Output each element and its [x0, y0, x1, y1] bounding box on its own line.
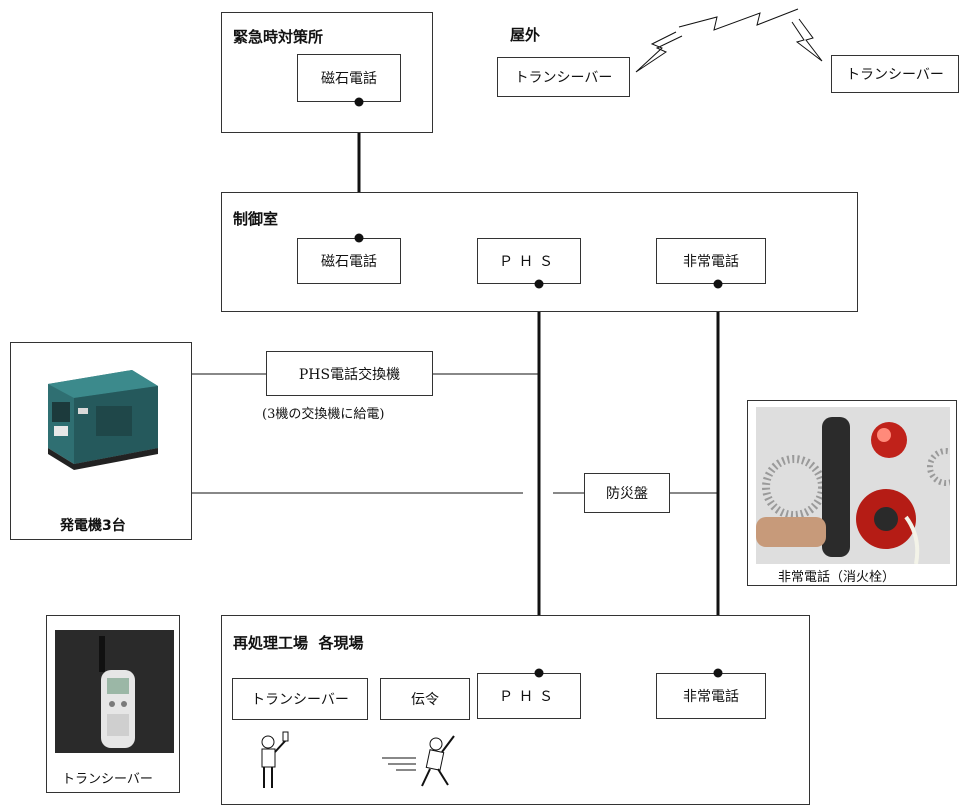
outdoor-transceiver-right: トランシーバー — [831, 55, 959, 93]
lightning-right-icon — [791, 18, 823, 62]
junction-dot-hq — [354, 97, 364, 107]
junction-dot-plant-emergency — [713, 668, 723, 678]
junction-dot-control-phs — [534, 279, 544, 289]
emergency-phone-photo-caption: 非常電話（消火栓） — [778, 570, 896, 585]
phs-exchange-box: PHS電話交換機 — [266, 351, 433, 396]
phs-exchange-note: (3機の交換機に給電) — [262, 407, 385, 422]
worker-with-radio-icon — [261, 731, 289, 788]
plant-title: 再処理工場 各現場 — [233, 634, 364, 652]
generator-caption: 発電機3台 — [60, 518, 126, 534]
radio-wave-icon — [678, 8, 799, 31]
plant-messenger-box: 伝令 — [380, 678, 470, 720]
junction-dot-control-emergency — [713, 279, 723, 289]
junction-dot-control-magneto — [354, 233, 364, 243]
control-emergency-phone-box: 非常電話 — [656, 238, 766, 284]
transceiver-photo — [55, 630, 174, 753]
plant-phs-box: ＰＨＳ — [477, 673, 581, 719]
plant-emergency-phone-box: 非常電話 — [656, 673, 766, 719]
transceiver-photo-caption: トランシーバー — [62, 772, 153, 787]
emergency-phone-photo — [756, 407, 950, 564]
outdoor-title: 屋外 — [510, 26, 541, 44]
outdoor-transceiver-left: トランシーバー — [497, 57, 630, 97]
control-phs-box: ＰＨＳ — [477, 238, 581, 284]
control-magneto-phone-box: 磁石電話 — [297, 238, 401, 284]
control-room-title: 制御室 — [233, 210, 279, 228]
emergency-hq-title: 緊急時対策所 — [233, 28, 324, 46]
disaster-panel-box: 防災盤 — [584, 473, 670, 513]
generator-image — [48, 370, 158, 470]
plant-transceiver-box: トランシーバー — [232, 678, 368, 720]
hq-magneto-phone-box: 磁石電話 — [297, 54, 401, 102]
junction-dot-plant-phs — [534, 668, 544, 678]
running-messenger-icon — [382, 735, 455, 787]
lightning-left-icon — [635, 31, 683, 73]
